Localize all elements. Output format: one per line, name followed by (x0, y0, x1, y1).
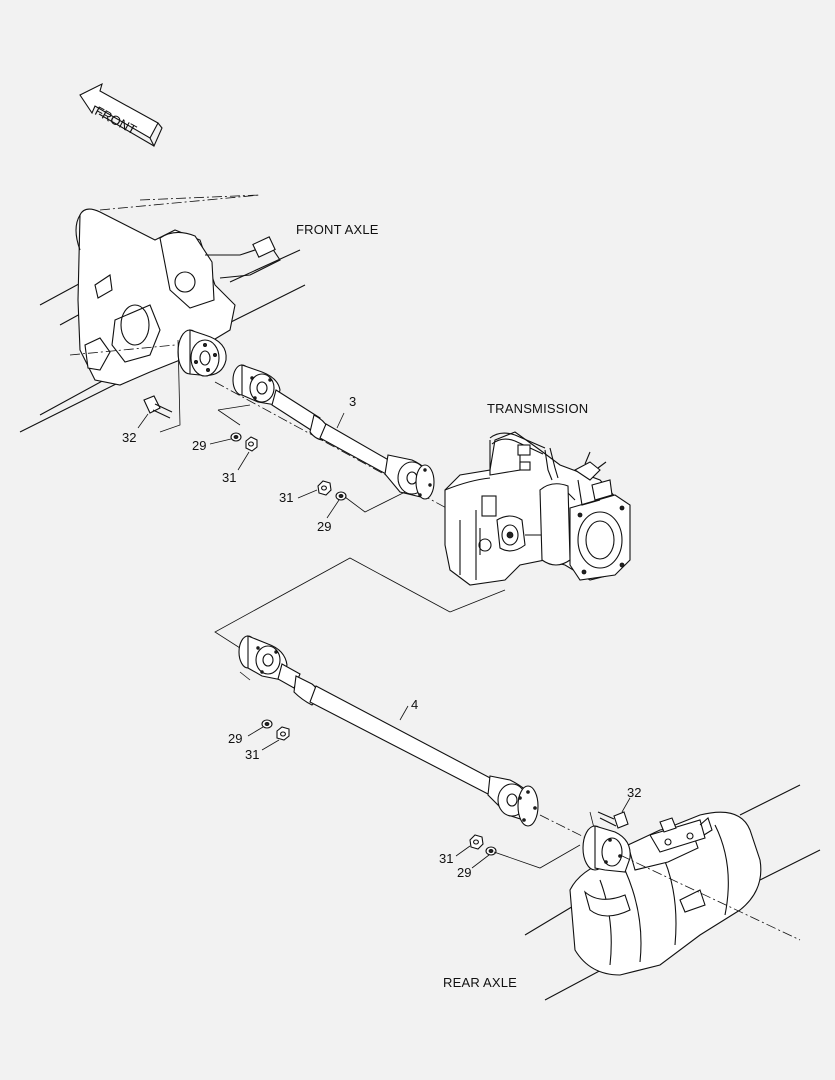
callout-29: 29 (317, 519, 332, 534)
rear-axle-label: REAR AXLE (443, 975, 518, 990)
leader-line (214, 557, 451, 649)
rear-axle-drawing (524, 784, 821, 1001)
transmission-drawing (444, 431, 631, 613)
callout-32: 32 (627, 785, 642, 800)
callout-32: 32 (122, 430, 137, 445)
callout-3: 3 (349, 394, 357, 409)
callout-29: 29 (228, 731, 243, 746)
callout-31: 31 (439, 851, 454, 866)
callout-4: 4 (411, 697, 419, 712)
front-arrow-icon (79, 82, 163, 148)
front-axle-label: FRONT AXLE (296, 222, 379, 237)
drive-shaft-4 (238, 635, 601, 846)
callout-29: 29 (192, 438, 207, 453)
drive-shaft-3 (232, 364, 435, 500)
callout-31: 31 (222, 470, 237, 485)
callout-31: 31 (279, 490, 294, 505)
hardware-rear (239, 671, 631, 869)
front-axle-drawing (19, 194, 451, 511)
callout-29: 29 (457, 865, 472, 880)
hardware-front (137, 339, 406, 519)
callout-31: 31 (245, 747, 260, 762)
transmission-label: TRANSMISSION (487, 401, 589, 416)
